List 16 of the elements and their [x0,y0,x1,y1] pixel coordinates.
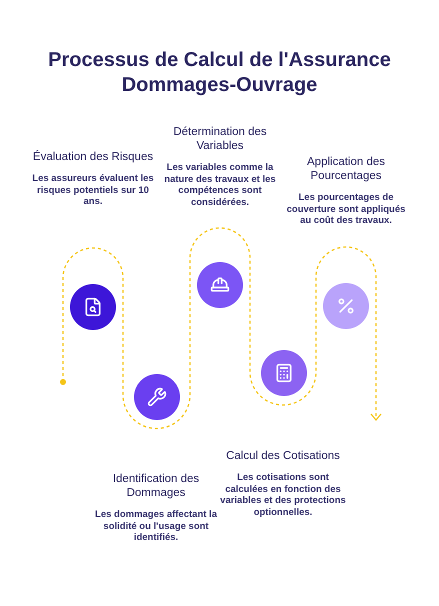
diagram-title: Processus de Calcul de l'Assurance Dommages-Ouvrage [47,48,392,98]
step-circle [134,374,180,420]
step-heading: Calcul des Cotisations [225,449,341,463]
step-heading: Application des Pourcentages [306,155,386,183]
step-description: Les dommages affectant la solidité ou l'usage sont identifiés. [94,509,218,544]
step-description: Les variables comme la nature des travaux et les compétences sont considérées. [163,162,277,208]
step-description: Les cotisations sont calculées en fonction des variables et des protections optionnelles. [219,472,347,518]
step-circle [261,350,307,396]
step-circle [323,283,369,329]
step-circle [70,284,116,330]
step-heading: Détermination des Variables [172,125,268,153]
step-heading: Identification des Dommages [112,472,200,500]
step-description: Les assureurs évaluent les risques potentiels sur 10 ans. [31,173,155,208]
step-description: Les pourcentages de couverture sont appliqués au coût des travaux. [286,192,406,226]
step-heading: Évaluation des Risques [32,150,154,164]
step-circle [197,262,243,308]
